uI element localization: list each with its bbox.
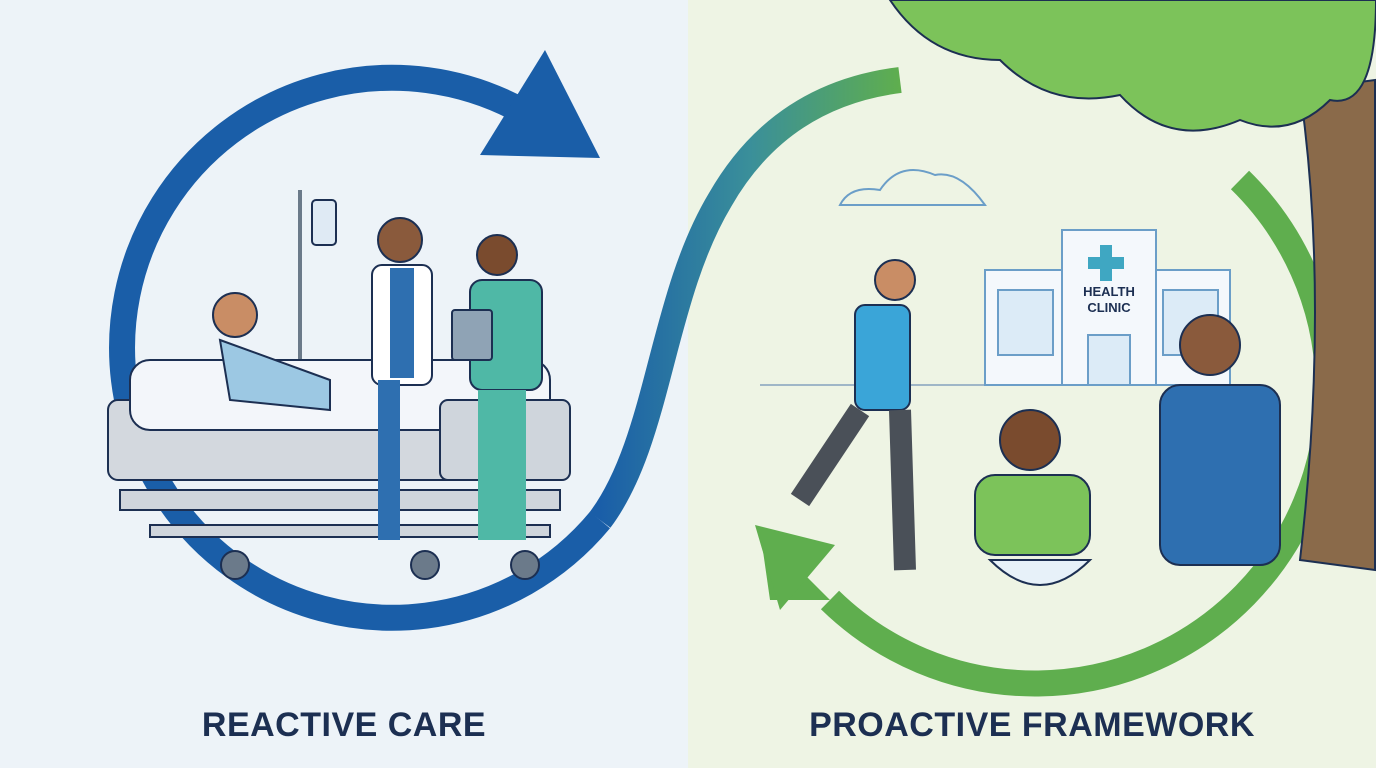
arrowhead-icon [480,50,600,158]
patient [212,292,258,338]
clipboard-icon [451,309,493,361]
reactive-care-label: REACTIVE CARE [201,706,487,744]
tree-trunk [1298,78,1376,572]
tree-canopy [888,0,1376,132]
man-checking-watch [1179,314,1241,376]
wellness-scene: HEALTH CLINIC [760,0,1376,586]
clinic-sign-line2: CLINIC [1087,300,1131,315]
proactive-framework-label: PROACTIVE FRAMEWORK [809,706,1255,744]
runner [874,259,916,301]
cloud-icon [838,169,987,206]
salad-bowl-icon [987,559,1093,586]
nurse [476,234,518,276]
connector-curve [589,67,902,528]
woman-eating [999,409,1061,471]
medical-cross-icon [1088,245,1124,281]
iv-bag-icon [311,199,337,246]
doctor [377,217,423,263]
clinic-sign-line1: HEALTH [1083,284,1135,299]
hospital-bed-scene [107,190,571,580]
